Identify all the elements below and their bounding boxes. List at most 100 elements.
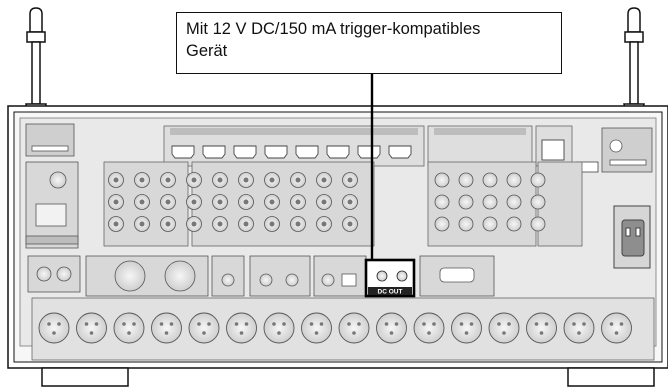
- xlr-pin: [277, 331, 281, 335]
- xlr-pin: [282, 322, 286, 326]
- xlr-jack: [302, 313, 332, 343]
- xlr-pin: [127, 331, 131, 335]
- phono-block: [28, 256, 80, 292]
- xlr-pin: [540, 331, 544, 335]
- callout-line-2: Gerät: [186, 40, 561, 62]
- xlr-pin: [132, 322, 136, 326]
- xlr-pin: [207, 322, 211, 326]
- xlr-pin: [390, 331, 394, 335]
- dc-out-block: DC OUT: [366, 260, 414, 296]
- rca-jack-pin: [244, 178, 249, 183]
- xlr-pin: [160, 322, 164, 326]
- xlr-jack: [339, 313, 369, 343]
- xlr-jack: [77, 313, 107, 343]
- xlr-pin: [47, 322, 51, 326]
- ir-trigger-block: [212, 256, 310, 296]
- component-jack: [483, 217, 497, 231]
- component-jack: [483, 173, 497, 187]
- xlr-pin: [422, 322, 426, 326]
- xlr-pin: [615, 331, 619, 335]
- rca-jack-pin: [114, 222, 119, 227]
- xlr-pin: [52, 331, 56, 335]
- component-jack: [531, 173, 545, 187]
- component-jack: [459, 195, 473, 209]
- xlr-pin: [272, 322, 276, 326]
- rca-jack-pin: [348, 222, 353, 227]
- component-jack: [459, 173, 473, 187]
- component-jack: [459, 217, 473, 231]
- component-jack: [507, 195, 521, 209]
- xlr-pin: [545, 322, 549, 326]
- hdmi-port: [172, 146, 194, 158]
- rs232-block: [420, 256, 494, 296]
- xlr-pin: [357, 322, 361, 326]
- hdmi-port: [358, 146, 380, 158]
- rca-jack-pin: [348, 178, 353, 183]
- xlr-pin: [385, 322, 389, 326]
- hdmi-port: [203, 146, 225, 158]
- xlr-pin: [572, 322, 576, 326]
- xlr-pin: [465, 331, 469, 335]
- component-jack: [435, 173, 449, 187]
- rca-jack-pin: [244, 222, 249, 227]
- rca-jack-pin: [140, 178, 145, 183]
- xlr-pin: [620, 322, 624, 326]
- hdmi-port: [265, 146, 287, 158]
- rca-jack-pin: [296, 222, 301, 227]
- xlr-pin: [320, 322, 324, 326]
- xlr-pin: [347, 322, 351, 326]
- rca-jack-pin: [348, 200, 353, 205]
- dc-out-label: DC OUT: [378, 289, 403, 296]
- xlr-jack: [527, 313, 557, 343]
- rca-jack-pin: [140, 222, 145, 227]
- xlr-jack: [452, 313, 482, 343]
- rca-jack-pin: [322, 200, 327, 205]
- xlr-pin: [170, 322, 174, 326]
- xlr-jack: [602, 313, 632, 343]
- rca-jack-pin: [270, 178, 275, 183]
- rca-jack-pin: [270, 200, 275, 205]
- rca-jack-pin: [296, 200, 301, 205]
- component-jack: [435, 195, 449, 209]
- callout-line-1: Mit 12 V DC/150 mA trigger-kompatibles: [186, 18, 561, 40]
- component-jack: [507, 173, 521, 187]
- rca-jack-pin: [140, 200, 145, 205]
- xlr-pin: [315, 331, 319, 335]
- xlr-jack: [264, 313, 294, 343]
- rca-jack-pin: [218, 222, 223, 227]
- hdmi-port: [389, 146, 411, 158]
- antenna-left: [26, 8, 46, 114]
- xlr-pin: [202, 331, 206, 335]
- rca-jack-pin: [166, 200, 171, 205]
- hdmi-port: [327, 146, 349, 158]
- xlr-pin: [240, 331, 244, 335]
- rca-jack-pin: [192, 200, 197, 205]
- xlr-pin: [427, 331, 431, 335]
- xlr-pin: [310, 322, 314, 326]
- xlr-pin: [245, 322, 249, 326]
- xlr-jack: [377, 313, 407, 343]
- xlr-pin: [582, 322, 586, 326]
- xlr-pin: [432, 322, 436, 326]
- xlr-jack: [489, 313, 519, 343]
- hdmi-port: [296, 146, 318, 158]
- rca-jack-pin: [218, 178, 223, 183]
- component-video-block: [428, 162, 582, 246]
- xlr-pin: [90, 331, 94, 335]
- xlr-pin: [352, 331, 356, 335]
- callout-box: Mit 12 V DC/150 mA trigger-kompatibles G…: [176, 12, 562, 74]
- balanced-xlr-in: [86, 256, 208, 296]
- antenna-right: [624, 8, 644, 114]
- rca-jack-pin: [192, 222, 197, 227]
- component-jack: [507, 217, 521, 231]
- ac-inlet: [614, 206, 650, 268]
- xlr-pin: [502, 331, 506, 335]
- xlr-jack: [227, 313, 257, 343]
- xlr-pin: [610, 322, 614, 326]
- xlr-jack: [152, 313, 182, 343]
- rca-jack-pin: [166, 222, 171, 227]
- component-jack: [531, 195, 545, 209]
- xlr-pin: [85, 322, 89, 326]
- xlr-jack: [114, 313, 144, 343]
- xlr-pin: [507, 322, 511, 326]
